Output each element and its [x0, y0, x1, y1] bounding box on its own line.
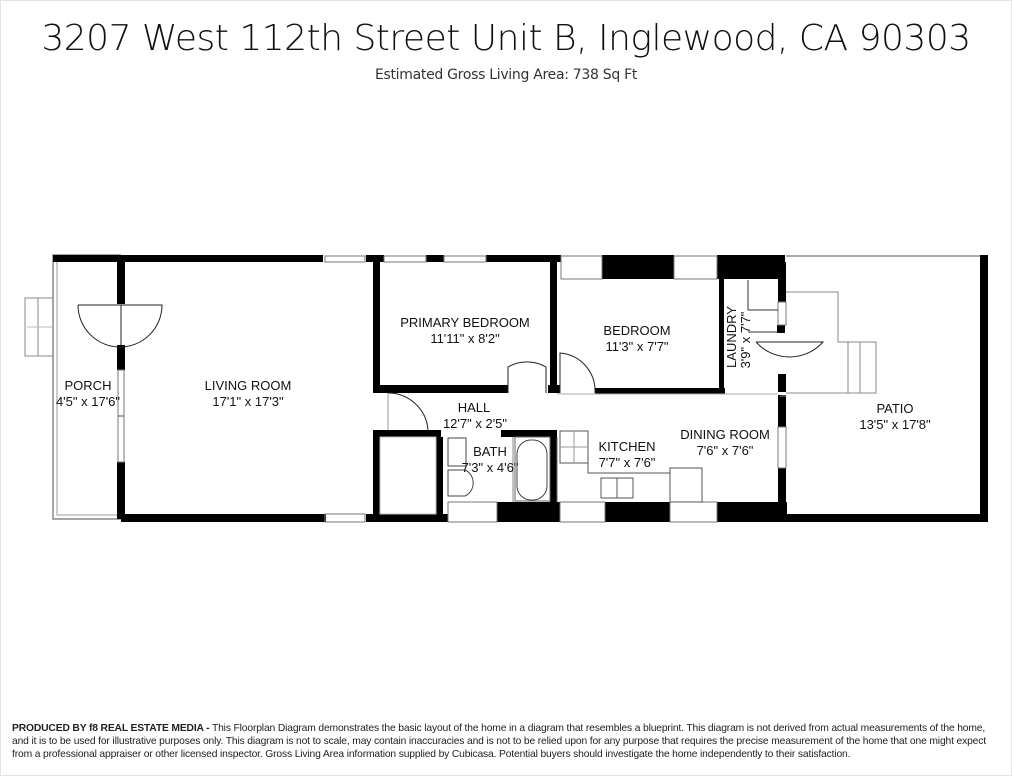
room-primary-bedroom-name: PRIMARY BEDROOM [400, 315, 530, 330]
room-living-room-dims: 17'1" x 17'3" [212, 394, 284, 409]
disclaimer: PRODUCED BY f8 REAL ESTATE MEDIA - This … [12, 722, 1002, 761]
room-dining-room: DINING ROOM 7'6" x 7'6" [680, 427, 770, 458]
room-laundry: LAUNDRY 3'9" x 7'7" [724, 306, 753, 369]
room-bedroom-dims: 11'3" x 7'7" [605, 339, 668, 354]
room-dining-room-name: DINING ROOM [680, 427, 770, 442]
room-living-room: LIVING ROOM 17'1" x 17'3" [205, 378, 292, 409]
room-primary-bedroom: PRIMARY BEDROOM 11'11" x 8'2" [400, 315, 530, 346]
room-living-room-name: LIVING ROOM [205, 378, 292, 393]
room-bath-name: BATH [473, 444, 507, 459]
property-address-title: 3207 West 112th Street Unit B, Inglewood… [41, 18, 971, 59]
room-hall-name: HALL [458, 400, 491, 415]
room-primary-bedroom-dims: 11'11" x 8'2" [430, 331, 500, 346]
gross-living-area: Estimated Gross Living Area: 738 Sq Ft [374, 67, 638, 83]
room-bath-dims: 7'3" x 4'6" [462, 460, 519, 475]
walls [53, 255, 988, 522]
room-hall: HALL 12'7" x 2'5" [443, 400, 507, 431]
room-patio-dims: 13'5" x 17'8" [859, 417, 931, 432]
room-kitchen: KITCHEN 7'7" x 7'6" [598, 439, 655, 470]
room-bath: BATH 7'3" x 4'6" [462, 444, 519, 475]
room-patio-name: PATIO [876, 401, 913, 416]
room-porch: PORCH 4'5" x 17'6" [56, 378, 120, 409]
room-patio: PATIO 13'5" x 17'8" [859, 401, 931, 432]
room-bedroom: BEDROOM 11'3" x 7'7" [603, 323, 670, 354]
room-porch-name: PORCH [65, 378, 112, 393]
room-laundry-dims: 3'9" x 7'7" [738, 311, 753, 368]
room-kitchen-dims: 7'7" x 7'6" [599, 455, 656, 470]
room-dining-room-dims: 7'6" x 7'6" [697, 443, 754, 458]
room-porch-dims: 4'5" x 17'6" [56, 394, 120, 409]
room-hall-dims: 12'7" x 2'5" [443, 416, 507, 431]
disclaimer-text: This Floorplan Diagram demonstrates the … [12, 723, 986, 760]
room-laundry-name: LAUNDRY [724, 306, 739, 368]
producer-credit: PRODUCED BY f8 REAL ESTATE MEDIA - [12, 723, 210, 734]
room-bedroom-name: BEDROOM [603, 323, 670, 338]
room-kitchen-name: KITCHEN [598, 439, 655, 454]
